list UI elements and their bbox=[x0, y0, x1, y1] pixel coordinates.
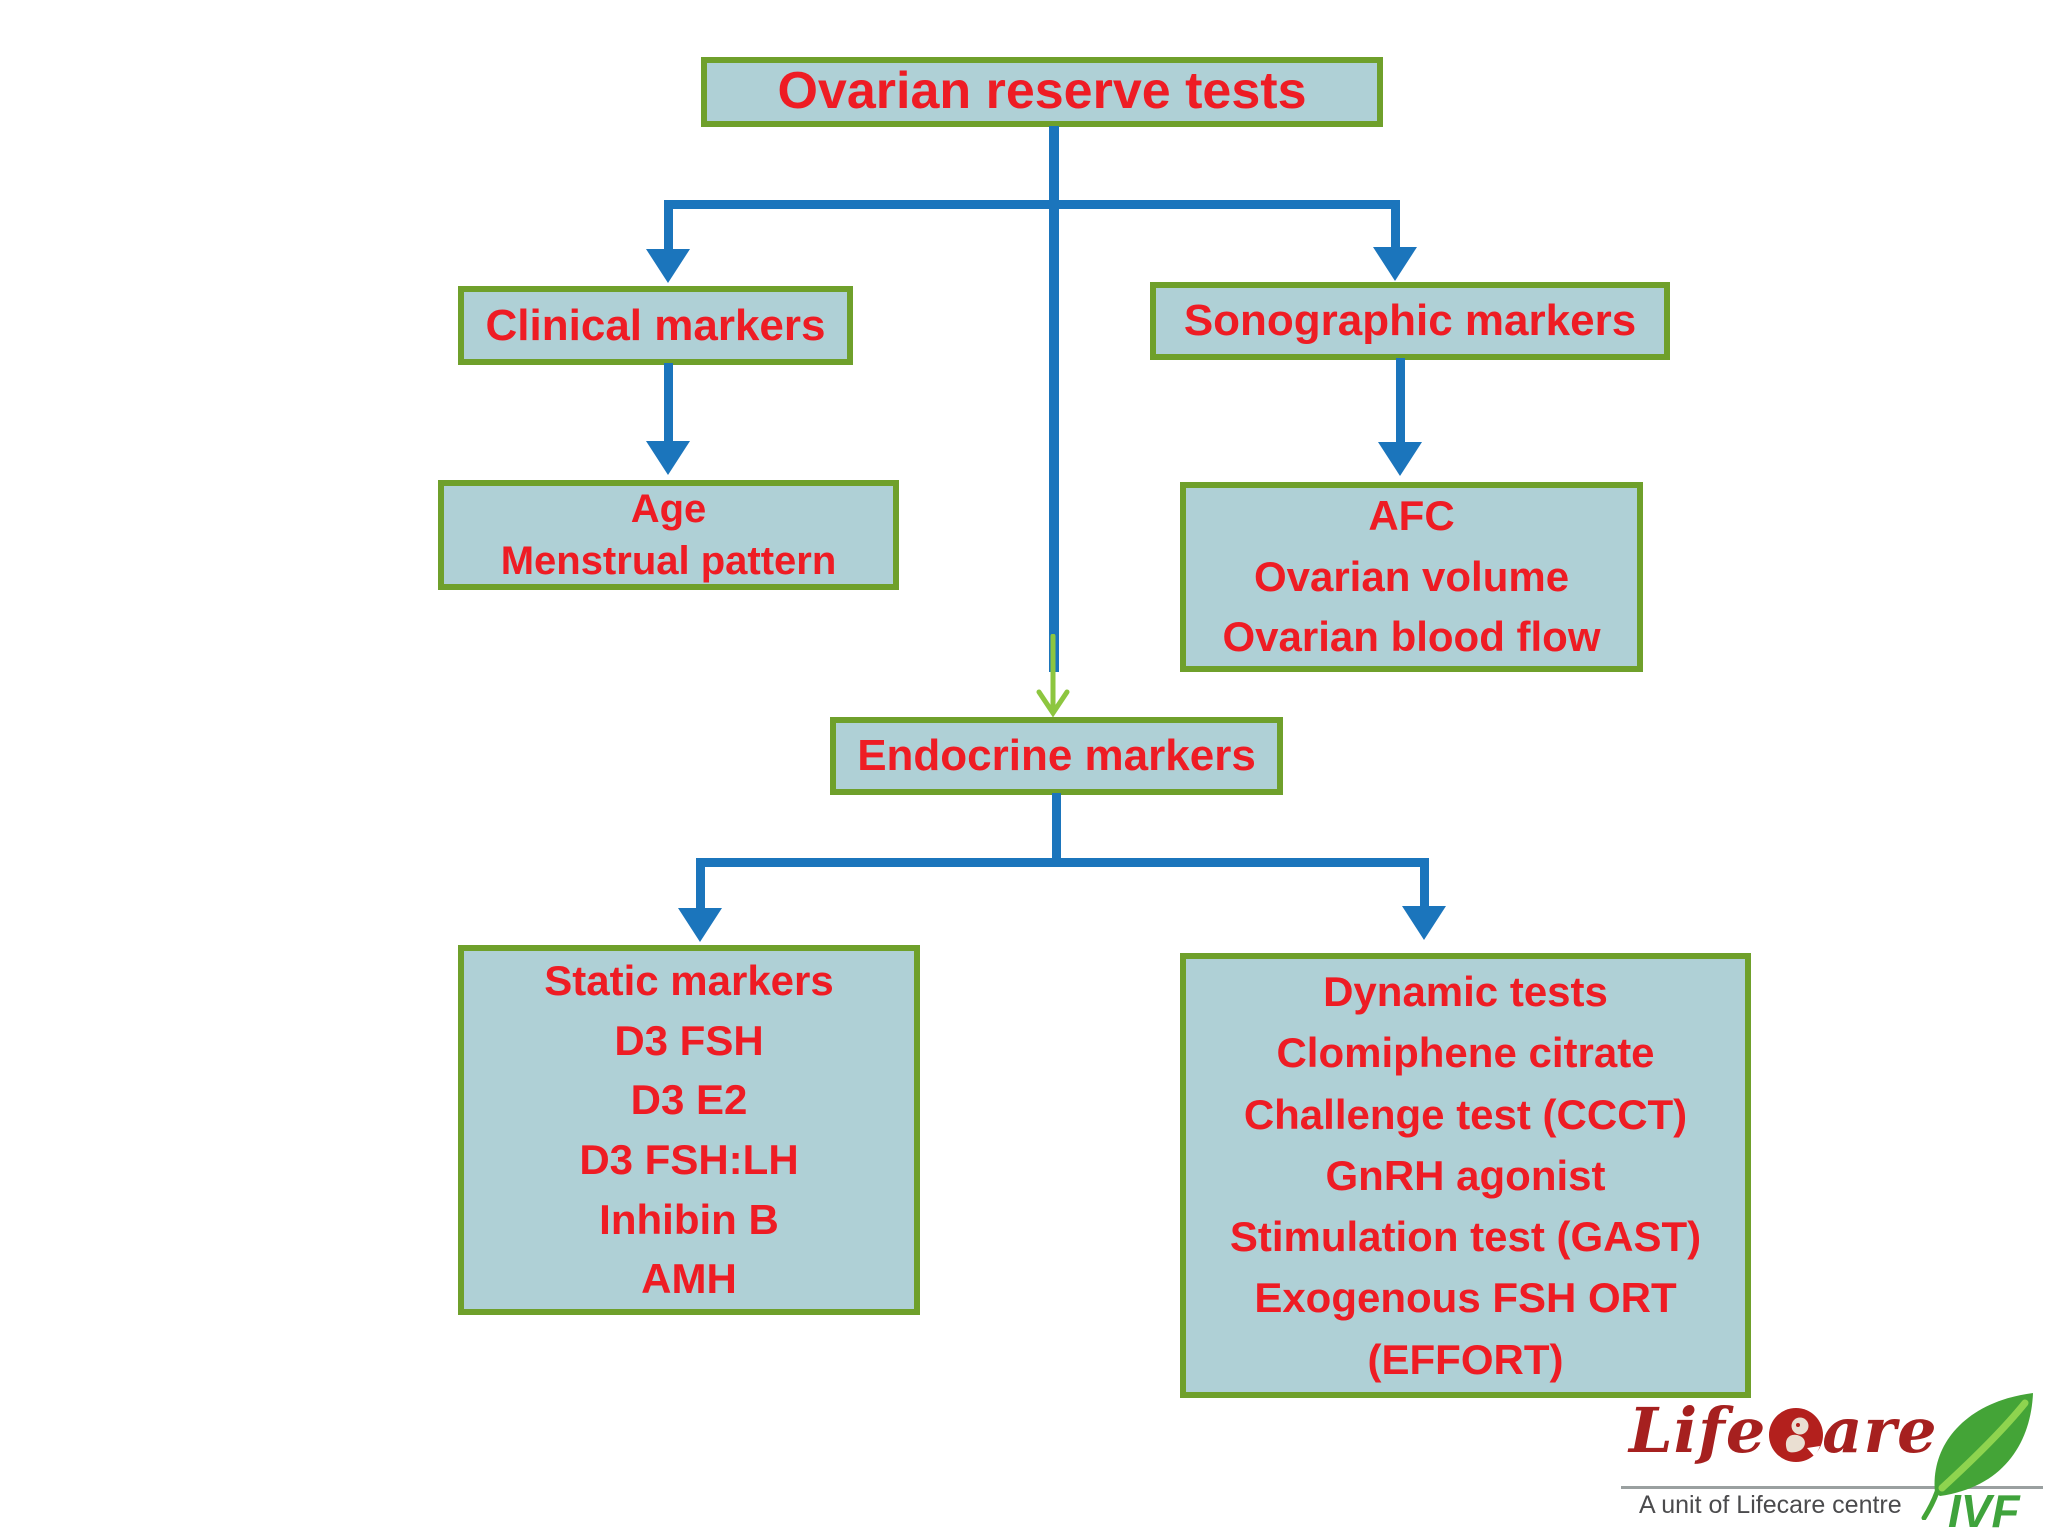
node-label: Clinical markers bbox=[485, 300, 826, 350]
node-line: Inhibin B bbox=[599, 1195, 779, 1243]
node-endocrine-markers: Endocrine markers bbox=[830, 717, 1283, 795]
connector-title-to-endocrine-line bbox=[1049, 126, 1059, 672]
node-afc-detail: AFC Ovarian volume Ovarian blood flow bbox=[1180, 482, 1643, 672]
logo-tagline: A unit of Lifecare centre bbox=[1639, 1491, 1902, 1519]
lifecare-brand-suffix: are bbox=[1822, 1394, 1938, 1467]
arrowhead-to-afc bbox=[1378, 442, 1422, 476]
logo-ivf-label: IVF bbox=[1948, 1485, 2020, 1536]
node-line: Clomiphene citrate bbox=[1276, 1029, 1655, 1077]
logo-divider-line bbox=[1621, 1486, 2043, 1489]
node-line: Static markers bbox=[544, 957, 834, 1005]
node-line: Ovarian volume bbox=[1253, 552, 1570, 600]
connector-to-dynamic-line bbox=[1420, 858, 1429, 912]
connector-sonographic-to-afc-line bbox=[1396, 358, 1405, 448]
green-arrow-to-endocrine bbox=[1036, 634, 1070, 718]
node-line: GnRH agonist bbox=[1325, 1151, 1606, 1199]
lifecare-wordmark: Life are bbox=[1629, 1394, 1938, 1468]
node-clinical-markers: Clinical markers bbox=[458, 286, 853, 365]
arrowhead-to-static bbox=[678, 908, 722, 942]
arrowhead-to-dynamic bbox=[1402, 906, 1446, 940]
node-label: Sonographic markers bbox=[1183, 296, 1637, 346]
connector-clinical-to-age-line bbox=[664, 363, 673, 447]
node-line: D3 FSH bbox=[614, 1016, 764, 1064]
connector-lower-branch-line bbox=[696, 858, 1429, 867]
arrowhead-to-age bbox=[646, 441, 690, 475]
node-line: Dynamic tests bbox=[1323, 967, 1608, 1015]
node-ovarian-reserve-tests: Ovarian reserve tests bbox=[701, 57, 1383, 127]
connector-upper-branch-line bbox=[664, 200, 1400, 209]
node-line: (EFFORT) bbox=[1367, 1335, 1564, 1383]
node-line: Stimulation test (GAST) bbox=[1229, 1213, 1702, 1261]
node-line: D3 E2 bbox=[630, 1076, 748, 1124]
node-title-text: Ovarian reserve tests bbox=[777, 62, 1307, 121]
connector-to-sonographic-line bbox=[1391, 200, 1400, 254]
node-line: AMH bbox=[641, 1255, 737, 1303]
lifecare-logo: Life are A unit of Lifecare centre IVF bbox=[1615, 1390, 2048, 1536]
node-line: Menstrual pattern bbox=[500, 539, 837, 583]
node-line: Challenge test (CCCT) bbox=[1243, 1090, 1688, 1138]
arrowhead-to-clinical bbox=[646, 249, 690, 283]
node-line: Ovarian blood flow bbox=[1222, 613, 1601, 661]
node-static-markers: Static markers D3 FSH D3 E2 D3 FSH:LH In… bbox=[458, 945, 920, 1315]
node-line: Exogenous FSH ORT bbox=[1254, 1274, 1677, 1322]
node-line: D3 FSH:LH bbox=[579, 1136, 799, 1183]
connector-to-static-line bbox=[696, 858, 705, 914]
node-dynamic-tests: Dynamic tests Clomiphene citrate Challen… bbox=[1180, 953, 1751, 1398]
node-line: Age bbox=[630, 487, 707, 531]
arrowhead-to-sonographic bbox=[1373, 247, 1417, 281]
leaf-icon bbox=[1921, 1393, 2033, 1520]
node-line: AFC bbox=[1368, 491, 1455, 539]
node-age-menstrual: Age Menstrual pattern bbox=[438, 480, 899, 590]
lifecare-brand-prefix: Life bbox=[1629, 1394, 1767, 1467]
node-sonographic-markers: Sonographic markers bbox=[1150, 282, 1670, 360]
lifecare-c-baby-icon bbox=[1769, 1408, 1824, 1463]
connector-endocrine-down-line bbox=[1052, 793, 1061, 863]
node-label: Endocrine markers bbox=[857, 731, 1256, 781]
connector-to-clinical-line bbox=[664, 200, 673, 256]
